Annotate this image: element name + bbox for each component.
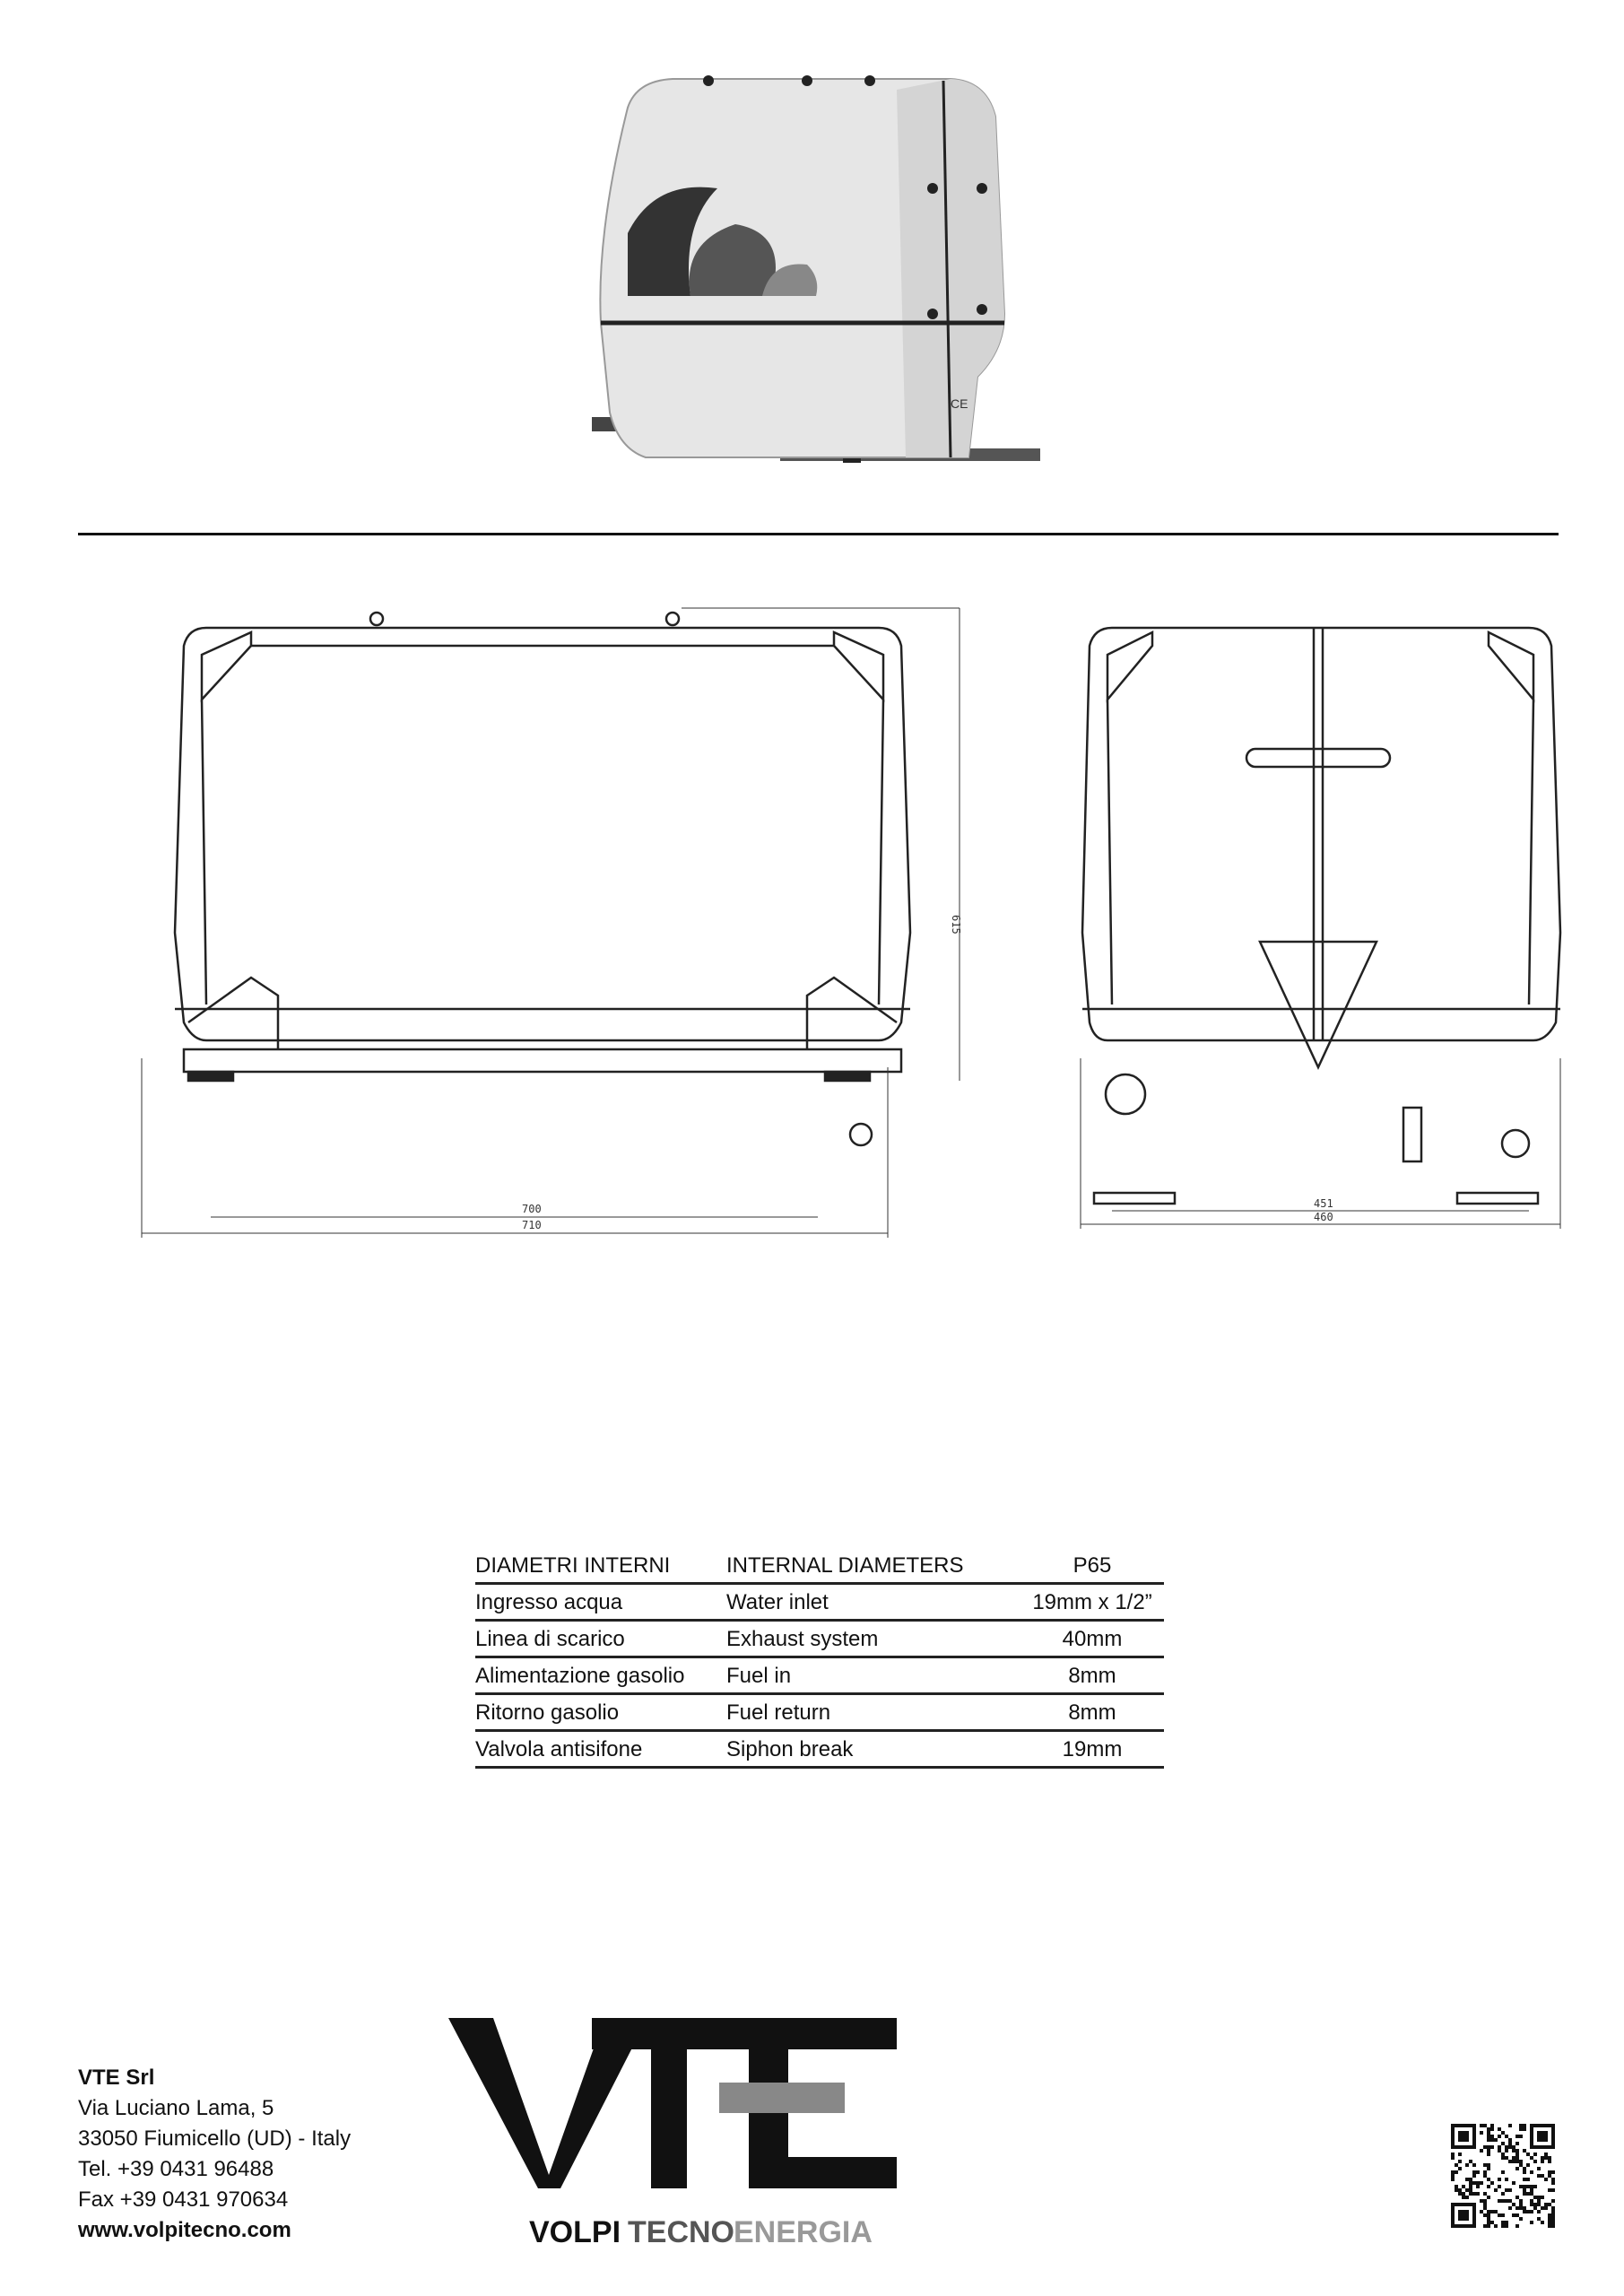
- header-it: DIAMETRI INTERNI: [475, 1548, 726, 1585]
- header-model: P65: [1020, 1548, 1164, 1585]
- side-view-drawing: 451 460: [1080, 626, 1562, 1229]
- fax: Fax +39 0431 970634: [78, 2187, 289, 2212]
- cell-value: 19mm x 1/2”: [1020, 1583, 1164, 1622]
- section-divider: [78, 533, 1559, 535]
- cell-en: Fuel return: [726, 1693, 1020, 1732]
- table-row: Alimentazione gasolio Fuel in 8mm: [475, 1657, 1164, 1695]
- cell-en: Fuel in: [726, 1657, 1020, 1695]
- logo-tagline-volpi: VOLPI: [529, 2215, 621, 2249]
- cell-value: 8mm: [1020, 1693, 1164, 1732]
- dim-height: 615: [950, 915, 962, 935]
- city: 33050 Fiumicello (UD) - Italy: [78, 2126, 352, 2151]
- table-row: Ritorno gasolio Fuel return 8mm: [475, 1693, 1164, 1732]
- table-row: Valvola antisifone Siphon break 19mm: [475, 1730, 1164, 1769]
- table-row: Linea di scarico Exhaust system 40mm: [475, 1620, 1164, 1658]
- cell-value: 8mm: [1020, 1657, 1164, 1695]
- cell-value: 40mm: [1020, 1620, 1164, 1658]
- cell-en: Water inlet: [726, 1583, 1020, 1622]
- company-name: VTE Srl: [78, 2066, 155, 2090]
- cell-it: Alimentazione gasolio: [475, 1657, 726, 1695]
- website-link[interactable]: www.volpitecno.com: [78, 2218, 291, 2242]
- cell-en: Exhaust system: [726, 1620, 1020, 1658]
- cell-it: Valvola antisifone: [475, 1730, 726, 1769]
- logo-tagline-energia: ENERGIA: [734, 2215, 873, 2249]
- dim-front-outer: 710: [522, 1219, 542, 1231]
- cell-en: Siphon break: [726, 1730, 1020, 1769]
- street: Via Luciano Lama, 5: [78, 2096, 274, 2120]
- logo-tagline-tecno: TECNO: [628, 2215, 734, 2249]
- qr-code[interactable]: [1451, 2124, 1555, 2228]
- phone: Tel. +39 0431 96488: [78, 2157, 274, 2181]
- dim-side-inner: 451: [1314, 1197, 1333, 1210]
- cell-it: Ingresso acqua: [475, 1583, 726, 1622]
- cell-it: Linea di scarico: [475, 1620, 726, 1658]
- generator-photo: CE: [592, 75, 1040, 463]
- cell-it: Ritorno gasolio: [475, 1693, 726, 1732]
- header-en: INTERNAL DIAMETERS: [726, 1548, 1020, 1585]
- dim-front-inner: 700: [522, 1203, 542, 1215]
- internal-diameters-table: DIAMETRI INTERNI INTERNAL DIAMETERS P65 …: [475, 1548, 1164, 1769]
- dim-side-outer: 460: [1314, 1211, 1333, 1223]
- ce-mark: CE: [951, 396, 968, 411]
- table-row: Ingresso acqua Water inlet 19mm x 1/2”: [475, 1583, 1164, 1622]
- company-address: VTE Srl Via Luciano Lama, 5 33050 Fiumic…: [78, 2063, 351, 2246]
- vte-logo: VOLPI TECNO ENERGIA: [448, 2018, 897, 2249]
- front-view-drawing: 700 710 615: [141, 607, 962, 1238]
- table-header-row: DIAMETRI INTERNI INTERNAL DIAMETERS P65: [475, 1548, 1164, 1585]
- cell-value: 19mm: [1020, 1730, 1164, 1769]
